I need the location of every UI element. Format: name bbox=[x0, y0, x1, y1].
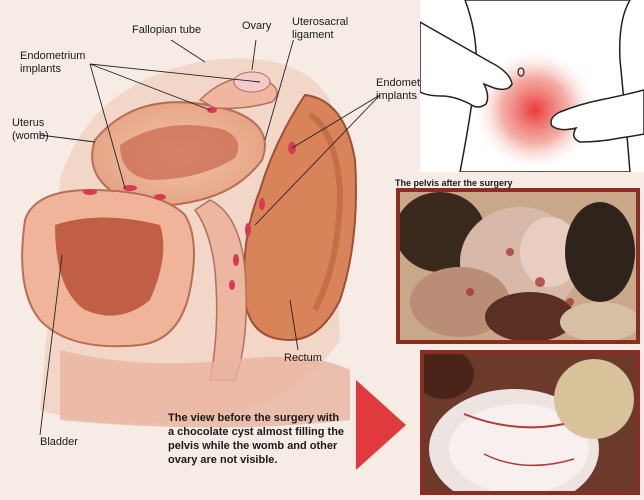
red-triangle-arrow-icon bbox=[356, 380, 406, 470]
label-bladder: Bladder bbox=[40, 436, 78, 448]
pelvic-anatomy-diagram bbox=[21, 40, 381, 436]
label-uterosacral-ligament: Uterosacral ligament bbox=[292, 16, 349, 41]
label-endometrium-implants-left: Endometrium implants bbox=[20, 50, 86, 75]
label-fallopian-tube: Fallopian tube bbox=[132, 24, 202, 36]
left-hand bbox=[420, 21, 513, 108]
label-rectum: Rectum bbox=[284, 352, 322, 364]
before-surgery-caption: The view before the surgery with a choco… bbox=[168, 412, 345, 466]
after-surgery-photo bbox=[396, 188, 640, 344]
before-surgery-photo bbox=[420, 350, 640, 495]
abdominal-pain-illustration bbox=[420, 0, 644, 172]
after-photo-title: The pelvis after the surgery bbox=[395, 178, 513, 188]
ovary-shape bbox=[233, 71, 271, 93]
label-uterus: Uterus (womb) bbox=[12, 117, 49, 142]
label-ovary: Ovary bbox=[242, 20, 272, 32]
right-hand bbox=[550, 89, 644, 143]
